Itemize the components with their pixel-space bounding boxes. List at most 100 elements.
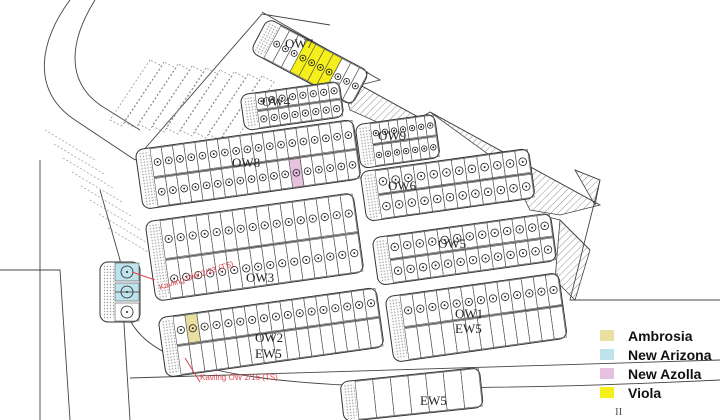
lot-block	[252, 20, 369, 105]
house-marker	[180, 184, 188, 193]
lot-block	[385, 273, 567, 362]
house-marker-dot	[458, 169, 461, 172]
house-marker	[521, 182, 531, 191]
house-marker	[391, 175, 400, 184]
house-marker	[440, 301, 449, 310]
house-marker	[537, 287, 546, 296]
block-outline	[340, 367, 484, 420]
house-marker-dot	[314, 110, 317, 113]
house-marker	[367, 299, 376, 308]
house-marker-dot	[528, 292, 531, 295]
house-marker-dot	[274, 315, 277, 318]
road-edge	[0, 269, 71, 420]
kavling-label-ow-2-16: Kavling OW 2/16 (TS)	[200, 373, 278, 382]
lot	[460, 368, 483, 409]
house-marker	[464, 297, 473, 306]
house-marker-dot	[543, 224, 546, 227]
planned-lot-outline	[179, 69, 233, 137]
house-marker	[378, 177, 388, 186]
open-space-hatched	[574, 169, 601, 207]
house-marker-dot	[340, 165, 343, 168]
green-strip	[254, 22, 278, 55]
house-marker-dot	[385, 205, 388, 208]
house-marker	[381, 128, 389, 136]
house-marker	[176, 233, 185, 242]
house-marker	[454, 166, 464, 175]
house-marker	[431, 261, 440, 270]
house-marker-dot	[414, 148, 417, 151]
lot-block	[158, 287, 384, 377]
house-marker	[209, 150, 218, 158]
house-marker-dot	[409, 267, 412, 270]
house-marker	[260, 314, 269, 323]
house-marker-dot	[377, 153, 380, 156]
green-strip	[102, 264, 114, 320]
house-marker-dot	[456, 237, 459, 240]
house-marker-dot	[191, 327, 194, 330]
house-marker	[266, 260, 275, 270]
house-marker-dot	[422, 266, 425, 269]
house-marker-dot	[209, 272, 212, 275]
lot-block	[340, 367, 484, 420]
house-marker	[503, 226, 512, 236]
house-marker-dot	[212, 153, 215, 156]
house-marker-dot	[227, 322, 230, 325]
planned-lot-outline	[80, 185, 132, 217]
lot	[342, 67, 369, 105]
house-marker	[333, 105, 341, 113]
house-marker-dot	[262, 117, 265, 120]
house-marker-dot	[351, 163, 354, 166]
green-strip	[160, 318, 180, 375]
house-marker-dot	[257, 265, 260, 268]
house-marker	[452, 299, 461, 308]
house-marker	[488, 294, 498, 303]
house-marker-dot	[509, 162, 512, 165]
house-marker	[326, 164, 334, 172]
road-edge	[99, 189, 131, 420]
house-marker	[549, 285, 558, 295]
house-marker-dot	[261, 176, 264, 179]
house-marker	[420, 196, 429, 206]
house-marker	[390, 127, 398, 134]
house-marker	[243, 145, 252, 154]
house-marker	[416, 304, 425, 313]
house-marker	[403, 240, 412, 250]
house-marker-dot	[552, 288, 555, 291]
planned-lot-outline	[62, 157, 114, 189]
house-marker	[343, 302, 352, 311]
house-marker-dot	[293, 260, 296, 263]
house-marker	[200, 322, 209, 331]
house-marker-dot	[310, 61, 313, 64]
legend-item-ambrosia: Ambrosia	[600, 326, 712, 345]
house-marker-dot	[447, 262, 450, 265]
house-marker-dot	[335, 214, 338, 217]
house-marker	[254, 262, 263, 271]
block-label: OW9	[378, 128, 406, 143]
house-marker-dot	[275, 43, 278, 46]
house-marker	[518, 248, 528, 258]
house-marker	[443, 259, 453, 268]
house-marker	[272, 219, 281, 228]
house-marker-dot	[353, 252, 356, 255]
house-marker-dot	[484, 257, 487, 260]
house-marker	[344, 131, 353, 139]
house-marker	[338, 250, 347, 259]
house-marker	[467, 164, 477, 174]
house-marker-dot	[381, 180, 384, 183]
house-marker	[230, 266, 239, 275]
house-marker-dot	[387, 152, 390, 155]
house-marker-dot	[429, 124, 432, 127]
house-marker-dot	[512, 187, 515, 190]
legend-label: Viola	[628, 384, 662, 401]
house-marker	[399, 126, 407, 133]
house-marker-dot	[301, 57, 304, 60]
house-marker-dot	[347, 212, 350, 215]
house-marker	[278, 259, 287, 268]
house-marker	[515, 225, 524, 234]
house-marker	[310, 136, 319, 144]
house-marker-dot	[504, 295, 507, 298]
house-marker	[320, 88, 328, 96]
house-marker	[407, 198, 417, 207]
